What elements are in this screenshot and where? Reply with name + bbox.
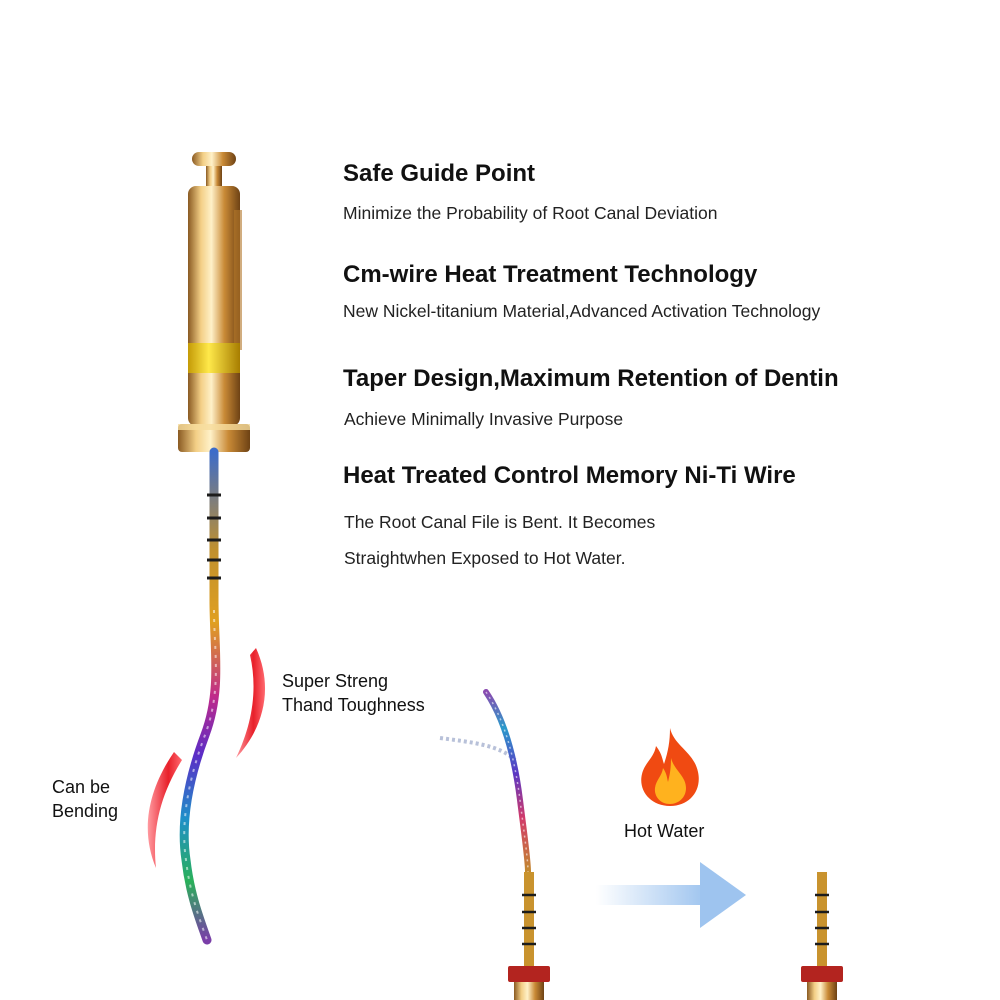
bend-mark-right [236, 648, 266, 758]
strength-callout: Super Streng Thand Toughness [282, 669, 425, 717]
bend-mark-left [147, 752, 182, 868]
feature-desc-2: New Nickel-titanium Material,Advanced Ac… [343, 301, 821, 321]
feature-desc-4a: The Root Canal File is Bent. It Becomes [344, 512, 656, 532]
feature-desc-4b: Straightwhen Exposed to Hot Water. [344, 548, 626, 568]
feature-heading-1: Safe Guide Point [343, 160, 536, 187]
bending-callout: Can be Bending [52, 775, 118, 823]
feature-heading-4: Heat Treated Control Memory Ni-Ti Wire [343, 462, 796, 489]
feature-desc-1: Minimize the Probability of Root Canal D… [343, 203, 718, 223]
feature-heading-2: Cm-wire Heat Treatment Technology [343, 261, 758, 288]
strength-line-1: Super Streng [282, 671, 389, 691]
strength-line-2: Thand Toughness [282, 695, 425, 715]
bending-line-1: Can be [52, 777, 111, 797]
hot-water-label: Hot Water [624, 821, 705, 841]
arrow-right-icon [596, 862, 746, 928]
flame-icon [641, 728, 699, 806]
feature-heading-3: Taper Design,Maximum Retention of Dentin [343, 365, 839, 392]
feature-desc-3: Achieve Minimally Invasive Purpose [344, 409, 624, 429]
bending-line-2: Bending [52, 801, 119, 821]
